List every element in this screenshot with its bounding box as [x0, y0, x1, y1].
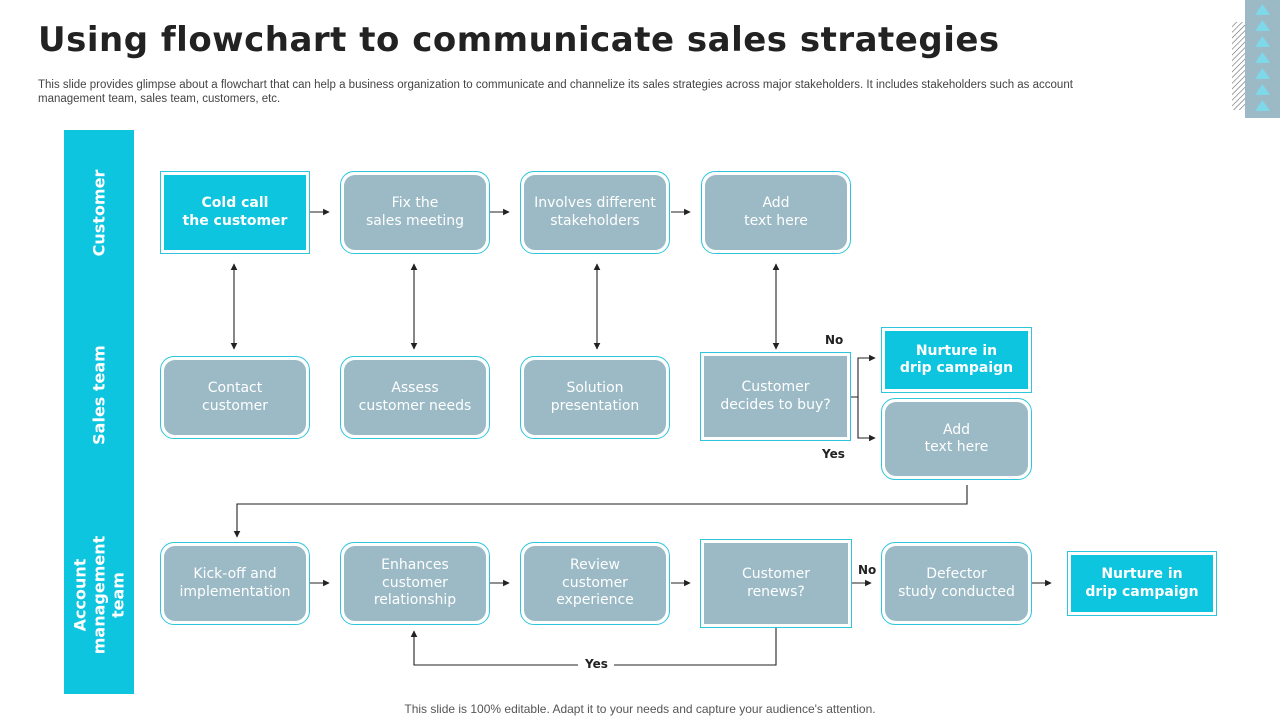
- footer-note: This slide is 100% editable. Adapt it to…: [404, 702, 876, 716]
- node-assess-needs: Assess customer needs: [340, 356, 490, 439]
- lane-account-management: Account management team: [64, 495, 134, 694]
- node-solution-presentation: Solution presentation: [520, 356, 670, 439]
- node-fix-meeting: Fix the sales meeting: [340, 171, 490, 254]
- node-add-text-1: Add text here: [701, 171, 851, 254]
- label-renews-no: No: [858, 563, 877, 577]
- node-defector-study-text: Defector study conducted: [885, 546, 1028, 621]
- label-renews-yes: Yes: [585, 657, 608, 671]
- node-enhances-relationship: Enhances customer relationship: [340, 542, 490, 625]
- node-add-text-2-text: Add text here: [885, 402, 1028, 476]
- page-subtitle: This slide provides glimpse about a flow…: [38, 79, 1073, 105]
- node-customer-renews: Customer renews?: [700, 539, 852, 628]
- lane-customer: Customer: [64, 130, 134, 295]
- arrow-decides-no: [851, 354, 876, 398]
- node-cold-call: Cold call the customer: [160, 171, 310, 254]
- node-fix-meeting-text: Fix the sales meeting: [344, 175, 486, 250]
- page-title: Using flowchart to communicate sales str…: [38, 20, 1000, 60]
- node-contact-customer: Contact customer: [160, 356, 310, 439]
- node-involves-stakeholders: Involves different stakeholders: [520, 171, 670, 254]
- label-decides-yes: Yes: [822, 447, 845, 461]
- corner-decoration: [1230, 0, 1280, 120]
- node-nurture-drip-2: Nurture in drip campaign: [1067, 551, 1217, 616]
- node-review-experience-text: Review customer experience: [524, 546, 666, 621]
- node-nurture-drip-2-text: Nurture in drip campaign: [1071, 555, 1213, 612]
- node-kickoff: Kick-off and implementation: [160, 542, 310, 625]
- node-assess-needs-text: Assess customer needs: [344, 360, 486, 435]
- arrow-renews-yes-loop-tail: [410, 630, 578, 666]
- node-nurture-drip-1-text: Nurture in drip campaign: [885, 331, 1028, 389]
- corner-pattern-icon: [1232, 0, 1280, 118]
- arrow-add-to-kickoff: [233, 485, 968, 538]
- node-involves-stakeholders-text: Involves different stakeholders: [524, 175, 666, 250]
- node-cold-call-text: Cold call the customer: [164, 175, 306, 250]
- node-kickoff-text: Kick-off and implementation: [164, 546, 306, 621]
- node-add-text-1-text: Add text here: [705, 175, 847, 250]
- node-customer-decides-text: Customer decides to buy?: [704, 356, 847, 437]
- node-customer-decides: Customer decides to buy?: [700, 352, 851, 441]
- node-defector-study: Defector study conducted: [881, 542, 1032, 625]
- node-customer-renews-text: Customer renews?: [704, 543, 848, 624]
- node-solution-presentation-text: Solution presentation: [524, 360, 666, 435]
- lane-sales-team: Sales team: [64, 295, 134, 495]
- node-contact-customer-text: Contact customer: [164, 360, 306, 435]
- node-enhances-relationship-text: Enhances customer relationship: [344, 546, 486, 621]
- label-decides-no: No: [825, 333, 844, 347]
- node-add-text-2: Add text here: [881, 398, 1032, 480]
- arrow-decides-yes: [857, 397, 876, 442]
- node-review-experience: Review customer experience: [520, 542, 670, 625]
- arrow-renews-yes-loop: [614, 627, 777, 666]
- node-nurture-drip-1: Nurture in drip campaign: [881, 327, 1032, 393]
